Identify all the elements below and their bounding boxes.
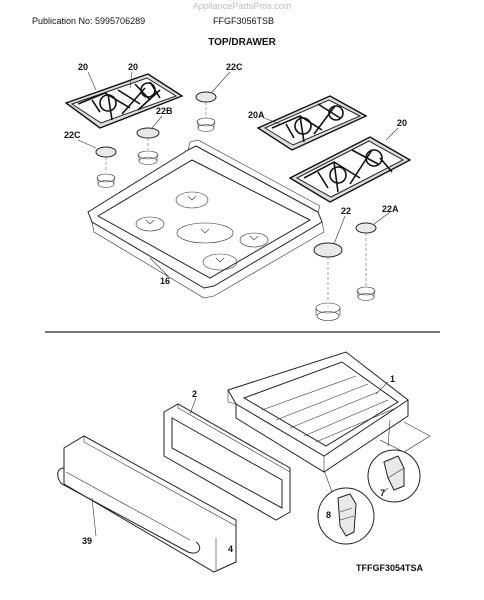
grate-right[interactable]: [288, 136, 412, 203]
burner-cap-22b[interactable]: [136, 127, 160, 165]
burner-cap-22[interactable]: [313, 242, 343, 321]
clip-detail[interactable]: [367, 449, 421, 503]
drawer-inner-panel[interactable]: [163, 403, 291, 521]
callout-20-left: 20: [78, 62, 88, 72]
callout-20a: 20A: [248, 110, 265, 120]
callout-20-left-b: 20: [128, 62, 138, 72]
grate-center[interactable]: [256, 95, 368, 151]
callout-39: 39: [82, 536, 92, 546]
callout-20-right: 20: [397, 118, 407, 128]
burner-cap-22a[interactable]: [355, 222, 377, 301]
callout-8: 8: [326, 510, 331, 520]
model-number: FFGF3056TSB: [213, 16, 275, 26]
callout-4: 4: [228, 544, 233, 554]
callout-22b: 22B: [156, 106, 173, 116]
callout-1: 1: [390, 374, 395, 384]
burner-cap-22c-top[interactable]: [195, 91, 217, 132]
callout-16: 16: [160, 276, 170, 286]
burner-cap-22c-left[interactable]: [95, 146, 117, 188]
callout-22a: 22A: [382, 204, 399, 214]
callout-22c-top: 22C: [226, 62, 243, 72]
drawer-body[interactable]: [227, 351, 409, 473]
callout-22: 22: [341, 206, 351, 216]
cooktop-panel[interactable]: [87, 139, 325, 299]
callout-2: 2: [192, 389, 197, 399]
watermark: AppliancePartsPros.com: [192, 1, 292, 11]
callout-22c-left: 22C: [64, 130, 81, 140]
grate-left[interactable]: [64, 73, 184, 129]
drawer-front[interactable]: [63, 435, 237, 573]
section-title: TOP/DRAWER: [208, 37, 276, 48]
roller-detail[interactable]: [317, 487, 375, 545]
publication-number: Publication No: 5995706289: [32, 16, 146, 26]
diagram-code: TFFGF3054TSA: [356, 563, 424, 573]
drawer-handle[interactable]: [57, 467, 201, 554]
callout-7: 7: [380, 488, 385, 498]
